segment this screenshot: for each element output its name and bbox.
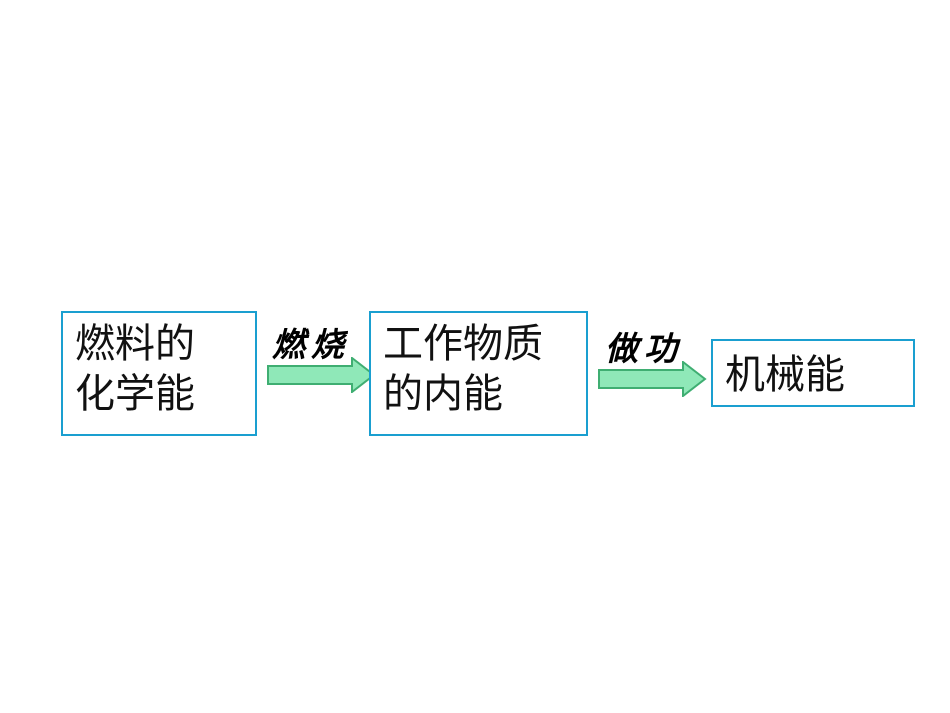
- node-fuel-chemical-energy: 燃料的 化学能: [61, 311, 257, 436]
- node-label-line: 机械能: [725, 352, 845, 398]
- arrow-shape: [598, 361, 707, 397]
- arrow-shape: [267, 357, 376, 393]
- node-label-line: 工作物质: [383, 321, 543, 367]
- edge-label-work: 做功: [605, 329, 683, 368]
- arrow-right-icon: [267, 357, 376, 393]
- edge-label-combustion: 燃烧: [272, 325, 350, 364]
- node-label-line: 化学能: [75, 371, 195, 417]
- node-working-substance-internal-energy: 工作物质 的内能: [369, 311, 588, 436]
- node-mechanical-energy: 机械能: [711, 339, 915, 407]
- node-label-line: 的内能: [383, 371, 503, 417]
- arrow-right-icon: [598, 361, 707, 397]
- node-label-line: 燃料的: [75, 321, 195, 367]
